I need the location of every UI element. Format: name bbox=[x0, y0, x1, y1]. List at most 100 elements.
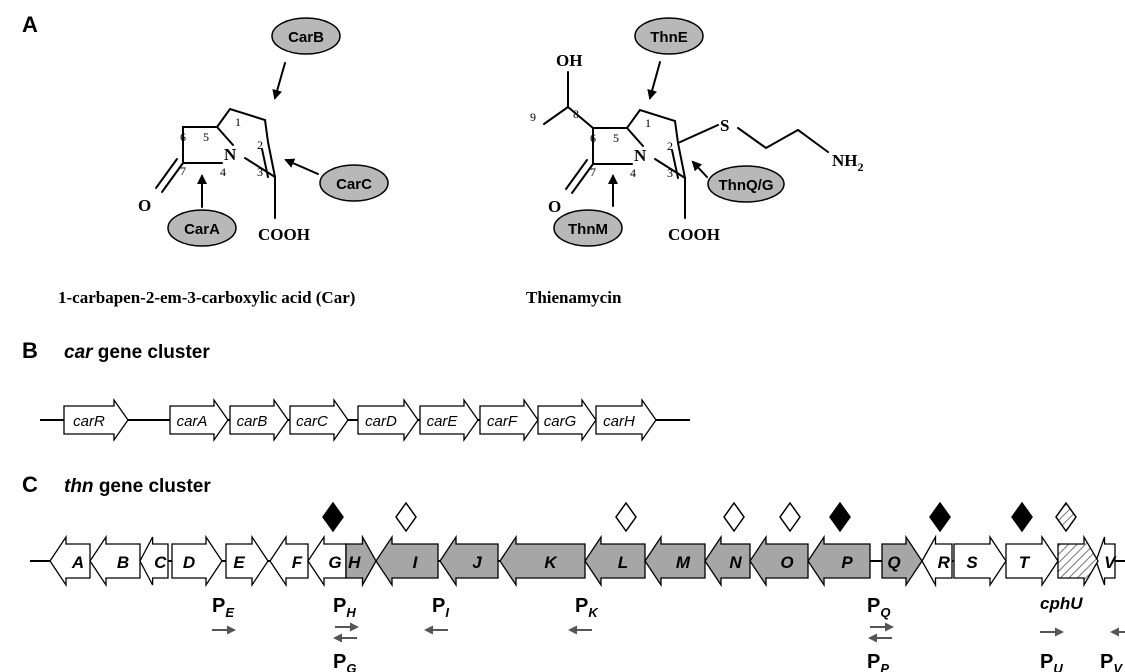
svg-text:PG: PG bbox=[333, 651, 356, 672]
car-ring-number: 7 bbox=[180, 164, 186, 178]
svg-text:H: H bbox=[348, 553, 361, 572]
thn-gene-L: L bbox=[584, 534, 646, 588]
svg-text:carR: carR bbox=[73, 413, 105, 430]
thn-ring-number: 1 bbox=[645, 116, 651, 130]
filled-diamond-icon bbox=[929, 501, 951, 533]
thn-gene-I: I bbox=[375, 534, 439, 588]
filled-diamond-icon bbox=[829, 501, 851, 533]
enzyme-bubble-cara: CarA bbox=[167, 209, 237, 247]
thn-gene-H: H bbox=[345, 534, 377, 588]
thn-gene-F: F bbox=[269, 534, 309, 588]
svg-text:CarA: CarA bbox=[184, 221, 220, 238]
thn-oh-atom: OH bbox=[556, 51, 582, 70]
thn-gene-C: C bbox=[139, 536, 169, 586]
svg-text:B: B bbox=[117, 553, 129, 572]
svg-text:Q: Q bbox=[887, 553, 900, 572]
svg-text:T: T bbox=[1019, 553, 1031, 572]
thn-gene-E: E bbox=[225, 534, 269, 588]
hatched-diamond-icon bbox=[1055, 501, 1077, 533]
svg-text:ThnM: ThnM bbox=[568, 221, 608, 238]
svg-text:D: D bbox=[183, 553, 195, 572]
svg-text:J: J bbox=[472, 553, 482, 572]
thn-gene-B: B bbox=[89, 534, 141, 588]
open-diamond-icon bbox=[615, 501, 637, 533]
thn-cluster-title: thn gene cluster bbox=[64, 476, 211, 497]
panel-c-label: C bbox=[22, 472, 38, 497]
svg-text:N: N bbox=[729, 553, 742, 572]
thn-o-atom: O bbox=[548, 197, 561, 216]
promoter-ph: PH bbox=[333, 595, 359, 632]
svg-text:R: R bbox=[938, 553, 951, 572]
thn-ring-number: 8 bbox=[573, 107, 579, 121]
thn-gene-J: J bbox=[439, 534, 499, 588]
car-cluster-title: car gene cluster bbox=[64, 342, 210, 363]
svg-text:K: K bbox=[544, 553, 558, 572]
promoter-pp: PP bbox=[867, 633, 892, 672]
svg-text:S: S bbox=[966, 553, 978, 572]
svg-text:E: E bbox=[233, 553, 245, 572]
gene-markers bbox=[322, 501, 1077, 533]
enzyme-bubble-thnqg: ThnQ/G bbox=[707, 165, 785, 203]
thn-gene-D: D bbox=[171, 534, 223, 588]
open-diamond-icon bbox=[395, 501, 417, 533]
svg-text:carA: carA bbox=[177, 413, 208, 430]
promoter-pi: PI bbox=[424, 595, 449, 635]
enzyme-bubble-carb: CarB bbox=[271, 17, 341, 55]
svg-text:PE: PE bbox=[212, 595, 234, 620]
enzyme-bubble-thne: ThnE bbox=[634, 17, 704, 55]
thn-gene-N: N bbox=[704, 534, 751, 588]
car-caption: 1-carbapen-2-em-3-carboxylic acid (Car) bbox=[58, 288, 355, 307]
cphu-label: cphU bbox=[1040, 594, 1083, 613]
svg-text:C: C bbox=[154, 553, 167, 572]
car-gene-carF: carF bbox=[479, 397, 539, 443]
car-o-atom: O bbox=[138, 196, 151, 215]
thn-ring-number: 2 bbox=[667, 139, 673, 153]
svg-text:M: M bbox=[676, 553, 691, 572]
thn-gene-P: P bbox=[807, 534, 871, 588]
enzyme-bubble-thnm: ThnM bbox=[553, 209, 623, 247]
panel-b-label: B bbox=[22, 338, 38, 363]
thne-arrow bbox=[647, 61, 661, 100]
thn-gene-O: O bbox=[749, 534, 809, 588]
car-gene-carG: carG bbox=[537, 397, 597, 443]
svg-text:V: V bbox=[1104, 553, 1117, 572]
car-n-atom: N bbox=[224, 145, 237, 164]
svg-text:PK: PK bbox=[575, 595, 599, 620]
thn-n-atom: N bbox=[634, 146, 647, 165]
svg-text:carH: carH bbox=[603, 413, 635, 430]
thn-gene-cphu bbox=[1057, 534, 1099, 588]
svg-text:CarC: CarC bbox=[336, 176, 372, 193]
car-structure: N O COOH 1 2 3 4 5 6 7 CarB CarC CarA 1-… bbox=[58, 17, 389, 307]
svg-text:CarB: CarB bbox=[288, 29, 324, 46]
car-ring-number: 5 bbox=[203, 130, 209, 144]
car-acid-label: COOH bbox=[258, 225, 310, 244]
filled-diamond-icon bbox=[322, 501, 344, 533]
promoter-pq: PQ bbox=[867, 595, 894, 632]
svg-text:ThnE: ThnE bbox=[650, 29, 688, 46]
thn-acid-label: COOH bbox=[668, 225, 720, 244]
thn-s-atom: S bbox=[720, 116, 729, 135]
svg-text:carB: carB bbox=[237, 413, 268, 430]
car-ring-number: 2 bbox=[257, 138, 263, 152]
car-ring-number: 1 bbox=[235, 115, 241, 129]
thn-gene-G: G bbox=[307, 534, 347, 588]
svg-text:carD: carD bbox=[365, 413, 397, 430]
car-gene-carE: carE bbox=[419, 397, 479, 443]
car-ring-number: 4 bbox=[220, 165, 226, 179]
svg-text:PP: PP bbox=[867, 651, 889, 672]
carc-arrow bbox=[284, 158, 319, 175]
svg-text:A: A bbox=[71, 553, 84, 572]
svg-text:carF: carF bbox=[487, 413, 518, 430]
thnqg-arrow bbox=[691, 160, 708, 178]
svg-text:F: F bbox=[292, 553, 303, 572]
svg-text:carC: carC bbox=[296, 413, 328, 430]
svg-text:carE: carE bbox=[427, 413, 459, 430]
thn-ring-number: 4 bbox=[630, 166, 636, 180]
panel-a-label: A bbox=[22, 12, 38, 37]
thn-gene-S: S bbox=[953, 534, 1007, 588]
promoter-pk: PK bbox=[568, 595, 599, 635]
thn-gene-T: T bbox=[1005, 534, 1059, 588]
